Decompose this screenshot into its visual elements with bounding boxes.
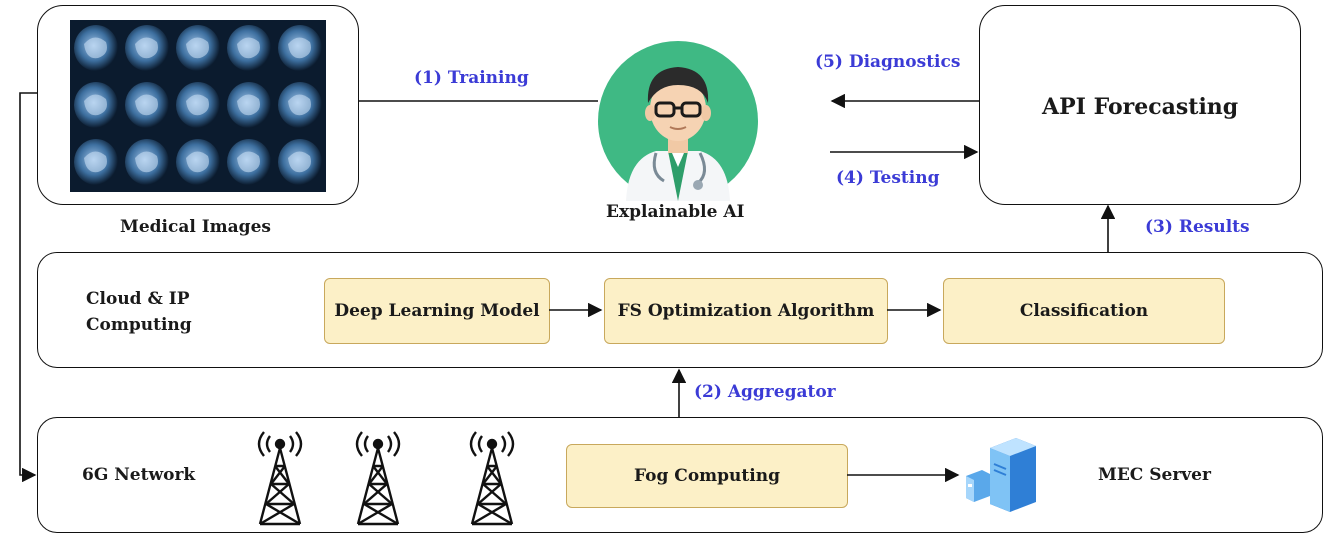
fog-computing-node: Fog Computing [566, 444, 848, 508]
brain-scan-detail [237, 94, 260, 116]
network-panel: 6G Network Fog Computing MEC Server [37, 417, 1323, 533]
brain-scan-grid [70, 20, 326, 192]
results-arrow-label: (3) Results [1145, 217, 1250, 237]
brain-scan-detail [288, 94, 311, 116]
mec-server-label: MEC Server [1098, 465, 1211, 485]
brain-scan-detail [288, 151, 311, 173]
brain-scan-detail [237, 151, 260, 173]
api-forecasting-label: API Forecasting [1042, 94, 1239, 120]
doctor-avatar-icon [598, 41, 758, 201]
testing-arrow-label: (4) Testing [836, 168, 940, 188]
medical-images-box [37, 5, 359, 205]
brain-scan-detail [135, 94, 158, 116]
brain-scan-detail [288, 37, 311, 59]
api-forecasting-box: API Forecasting [979, 5, 1301, 205]
server-icon [966, 438, 1036, 512]
aggregator-arrow-label: (2) Aggregator [694, 382, 836, 402]
diagnostics-arrow-label: (5) Diagnostics [815, 52, 961, 72]
cloud-computing-panel: Cloud & IP Computing Deep Learning Model… [37, 252, 1323, 368]
network-panel-title: 6G Network [82, 465, 196, 485]
brain-scan-detail [186, 37, 209, 59]
cloud-panel-title-line1: Cloud & IP [86, 289, 190, 309]
brain-scan-detail [84, 94, 107, 116]
cloud-panel-title-line2: Computing [86, 315, 192, 335]
brain-scan-detail [186, 94, 209, 116]
classification-node: Classification [943, 278, 1225, 344]
brain-scan-detail [135, 37, 158, 59]
brain-scan-detail [84, 151, 107, 173]
explainable-ai-label: Explainable AI [606, 202, 745, 222]
brain-scan-detail [237, 37, 260, 59]
brain-scan-detail [186, 151, 209, 173]
training-arrow-label: (1) Training [414, 68, 529, 88]
brain-scan-detail [135, 151, 158, 173]
fs-optimization-node: FS Optimization Algorithm [604, 278, 888, 344]
medical-images-label: Medical Images [120, 217, 271, 237]
deep-learning-model-node: Deep Learning Model [324, 278, 550, 344]
brain-scan-detail [84, 37, 107, 59]
